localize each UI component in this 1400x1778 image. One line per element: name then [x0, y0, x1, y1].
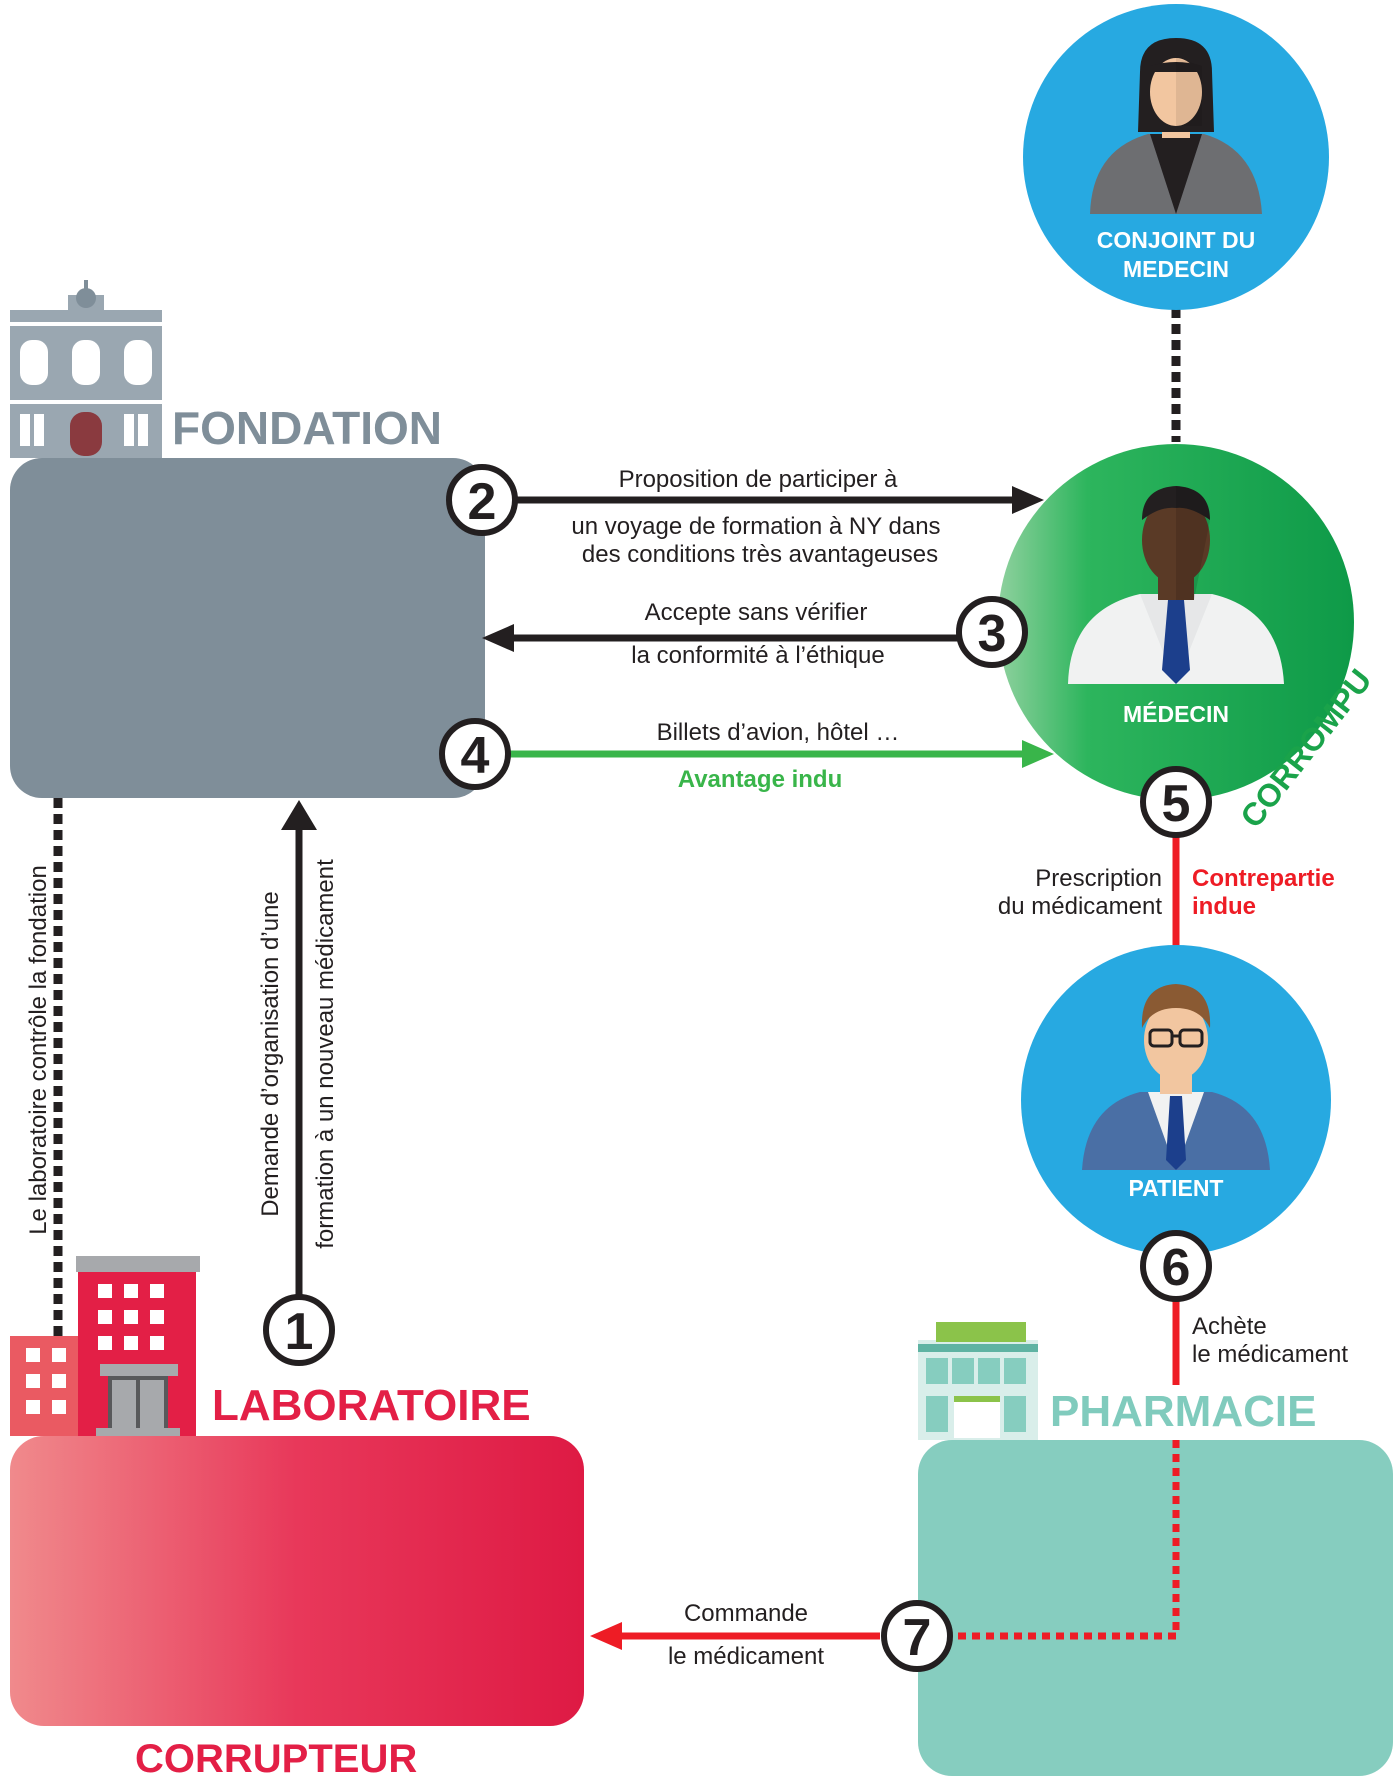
svg-text:7: 7	[903, 1609, 932, 1667]
step-5-text-line3: Contrepartie	[1192, 865, 1335, 892]
person-icon	[1090, 38, 1262, 214]
building-icon	[10, 280, 162, 458]
svg-text:3: 3	[978, 605, 1007, 663]
fondation-box	[10, 458, 485, 798]
patient-label: PATIENT	[1129, 1175, 1224, 1201]
person-icon	[1082, 984, 1270, 1170]
conjoint-label-line2: MEDECIN	[1123, 256, 1229, 282]
arrow-head-2	[1012, 486, 1044, 514]
step-1-text-line2: formation à un nouveau médicament	[312, 859, 339, 1249]
step-5-text-line1: Prescription	[1035, 865, 1162, 892]
control-text: Le laboratoire contrôle la fondation	[25, 865, 52, 1235]
step-6-text-line1: Achète	[1192, 1313, 1267, 1340]
step-7-text-line2: le médicament	[668, 1643, 824, 1670]
medecin-node: MÉDECIN	[998, 444, 1354, 800]
laboratoire-role: CORRUPTEUR	[135, 1737, 417, 1778]
step-3-text-line2: la conformité à l’éthique	[631, 642, 884, 669]
step-2-text-line3: des conditions très avantageuses	[582, 541, 938, 568]
step-5-text-line2: du médicament	[998, 893, 1162, 920]
arrow-head-3	[482, 624, 514, 652]
shop-icon	[918, 1322, 1038, 1440]
step-badge-5: 5	[1140, 766, 1212, 838]
pharmacie-node: PHARMACIE	[918, 1322, 1393, 1776]
conjoint-label-line1: CONJOINT DU	[1097, 227, 1255, 253]
step-6-text-line2: le médicament	[1192, 1341, 1348, 1368]
svg-text:6: 6	[1162, 1239, 1191, 1297]
laboratoire-title: LABORATOIRE	[212, 1381, 531, 1430]
conjoint-node: CONJOINT DU MEDECIN	[1023, 4, 1329, 310]
pharmacie-title: PHARMACIE	[1050, 1387, 1316, 1436]
building-icon	[10, 1256, 200, 1436]
step-badge-6: 6	[1140, 1230, 1212, 1302]
pharmacie-box	[918, 1440, 1393, 1776]
arrow-head-1	[281, 800, 317, 830]
step-3-text-line1: Accepte sans vérifier	[645, 599, 868, 626]
person-icon	[1068, 486, 1284, 684]
step-5-text-line4: indue	[1192, 893, 1256, 920]
fondation-node: FONDATION	[10, 280, 485, 798]
arrow-head-4	[1022, 740, 1054, 768]
step-2-text-line2: un voyage de formation à NY dans	[571, 513, 940, 540]
step-2-text-line1: Proposition de participer à	[619, 466, 898, 493]
svg-text:2: 2	[468, 473, 497, 531]
patient-node: PATIENT	[1021, 945, 1331, 1255]
step-7-text-line1: Commande	[684, 1600, 808, 1627]
step-badge-7: 7	[881, 1600, 953, 1672]
arrow-head-7	[590, 1622, 622, 1650]
svg-text:4: 4	[461, 727, 490, 785]
svg-text:5: 5	[1162, 775, 1191, 833]
step-1-text-line1: Demande d’organisation d’une	[257, 891, 284, 1217]
laboratoire-box	[10, 1436, 584, 1726]
step-badge-3: 3	[956, 596, 1028, 668]
step-4-text-line2: Avantage indu	[678, 766, 842, 793]
medecin-label: MÉDECIN	[1123, 700, 1229, 727]
step-badge-1: 1	[263, 1294, 335, 1366]
fondation-title: FONDATION	[172, 402, 442, 454]
step-badge-2: 2	[446, 464, 518, 536]
step-4-text-line1: Billets d’avion, hôtel …	[657, 719, 900, 746]
laboratoire-node: LABORATOIRE CORRUPTEUR	[10, 1256, 584, 1778]
svg-text:1: 1	[285, 1303, 314, 1361]
step-badge-4: 4	[439, 718, 511, 790]
